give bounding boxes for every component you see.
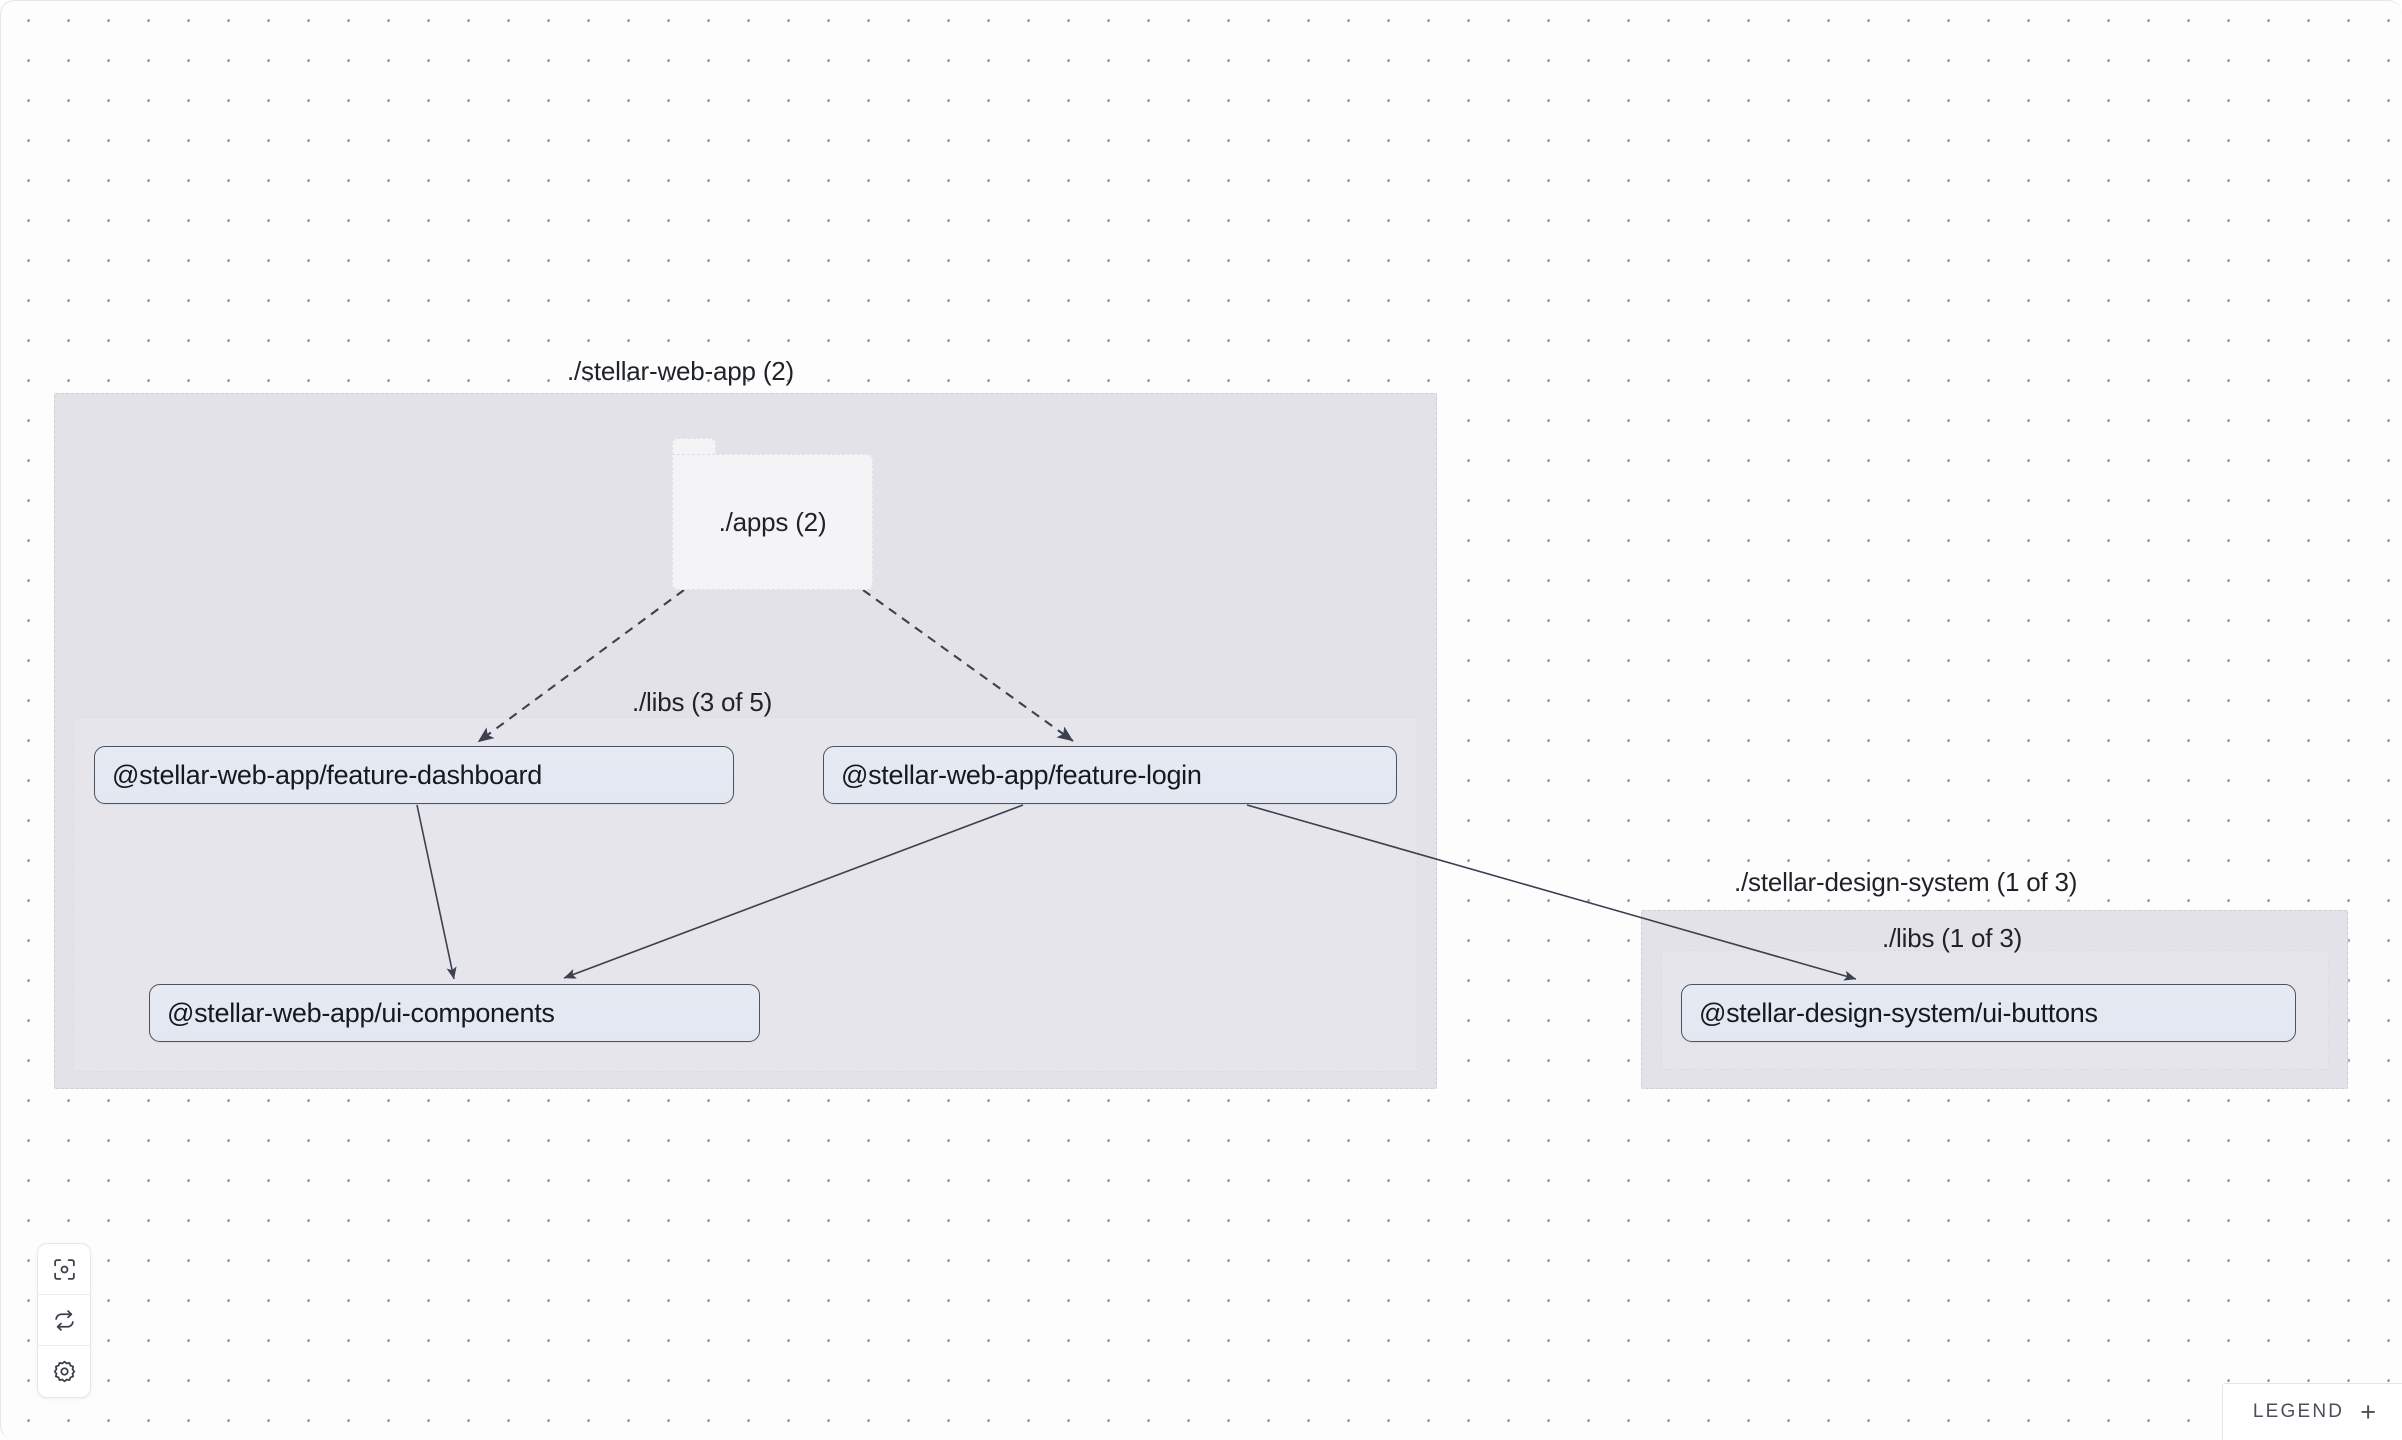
group-label-stellar-design-system-libs: ./libs (1 of 3) [1882,923,2023,953]
folder-label: ./apps (2) [718,506,827,537]
node-ui-components[interactable]: @stellar-web-app/ui-components [149,984,760,1042]
node-feature-dashboard[interactable]: @stellar-web-app/feature-dashboard [94,746,734,804]
focus-graph-button[interactable] [38,1244,90,1295]
group-label-stellar-web-app-libs: ./libs (3 of 5) [632,687,773,717]
gear-icon [52,1359,77,1384]
folder-body: ./apps (2) [672,454,873,590]
refresh-icon [52,1308,77,1333]
settings-button[interactable] [38,1346,90,1397]
canvas-controls [37,1243,91,1398]
legend-button[interactable]: LEGEND + [2221,1383,2402,1440]
refresh-button[interactable] [38,1295,90,1346]
folder-apps[interactable]: ./apps (2) [672,438,873,590]
node-ui-buttons[interactable]: @stellar-design-system/ui-buttons [1681,984,2296,1042]
node-label: @stellar-web-app/feature-dashboard [112,759,542,790]
node-feature-login[interactable]: @stellar-web-app/feature-login [823,746,1397,804]
focus-icon [52,1257,77,1282]
group-label-stellar-web-app: ./stellar-web-app (2) [567,356,794,386]
legend-label: LEGEND [2252,1401,2345,1422]
node-label: @stellar-web-app/ui-components [167,997,555,1028]
folder-tab [672,438,716,456]
node-label: @stellar-web-app/feature-login [841,759,1202,790]
plus-icon: + [2360,1396,2376,1427]
group-label-stellar-design-system: ./stellar-design-system (1 of 3) [1734,867,2078,897]
node-label: @stellar-design-system/ui-buttons [1699,997,2098,1028]
